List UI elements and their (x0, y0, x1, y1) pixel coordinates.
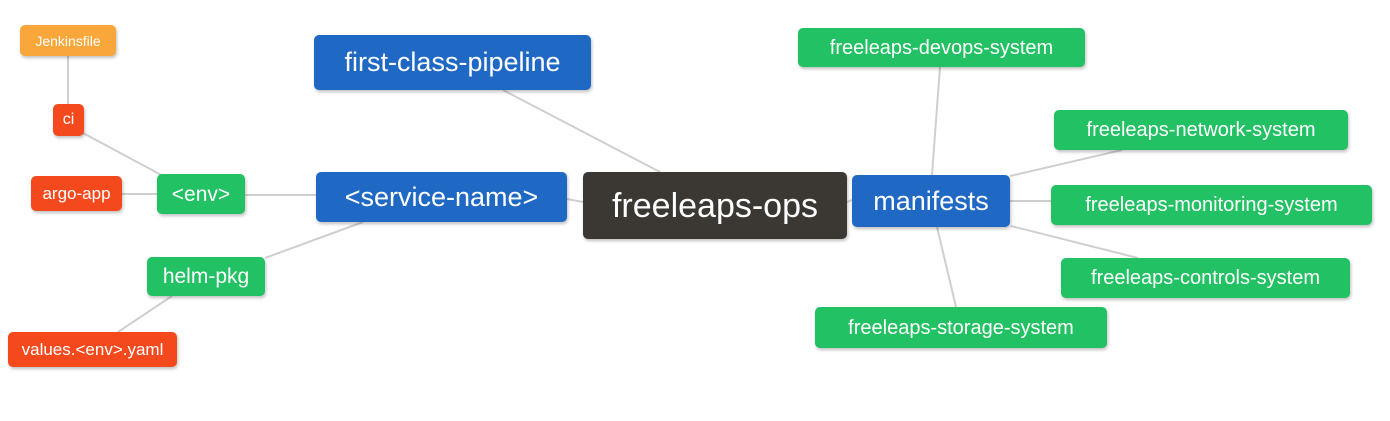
node-first-class-pipeline[interactable]: first-class-pipeline (314, 35, 591, 90)
node-env[interactable]: <env> (157, 174, 245, 214)
node-freeleaps-ops[interactable]: freeleaps-ops (583, 172, 847, 239)
node-freeleaps-network-system[interactable]: freeleaps-network-system (1054, 110, 1348, 150)
node-service-name[interactable]: <service-name> (316, 172, 567, 222)
node-freeleaps-monitoring-system[interactable]: freeleaps-monitoring-system (1051, 185, 1372, 225)
node-freeleaps-controls-system[interactable]: freeleaps-controls-system (1061, 258, 1350, 298)
node-helm-pkg[interactable]: helm-pkg (147, 257, 265, 296)
node-freeleaps-storage-system[interactable]: freeleaps-storage-system (815, 307, 1107, 348)
node-manifests[interactable]: manifests (852, 175, 1010, 227)
node-ci[interactable]: ci (53, 104, 84, 136)
node-jenkinsfile[interactable]: Jenkinsfile (20, 25, 116, 56)
node-freeleaps-devops-system[interactable]: freeleaps-devops-system (798, 28, 1085, 67)
node-values-env-yaml[interactable]: values.<env>.yaml (8, 332, 177, 367)
node-argo-app[interactable]: argo-app (31, 176, 122, 211)
